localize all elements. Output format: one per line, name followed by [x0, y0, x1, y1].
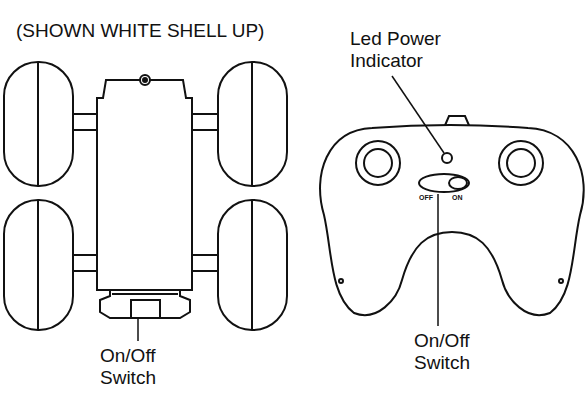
- part-name: On/Off Switch: [414, 330, 504, 374]
- view-note: (SHOWN WHITE SHELL UP): [16, 20, 296, 42]
- switch-position: ON: [452, 194, 466, 202]
- car-illustration: [4, 62, 287, 341]
- part-name: Led Power Indicator: [350, 28, 460, 72]
- controller-illustration: [320, 76, 584, 326]
- switch-position: OFF: [419, 194, 439, 202]
- part-name: On/Off Switch: [100, 345, 190, 389]
